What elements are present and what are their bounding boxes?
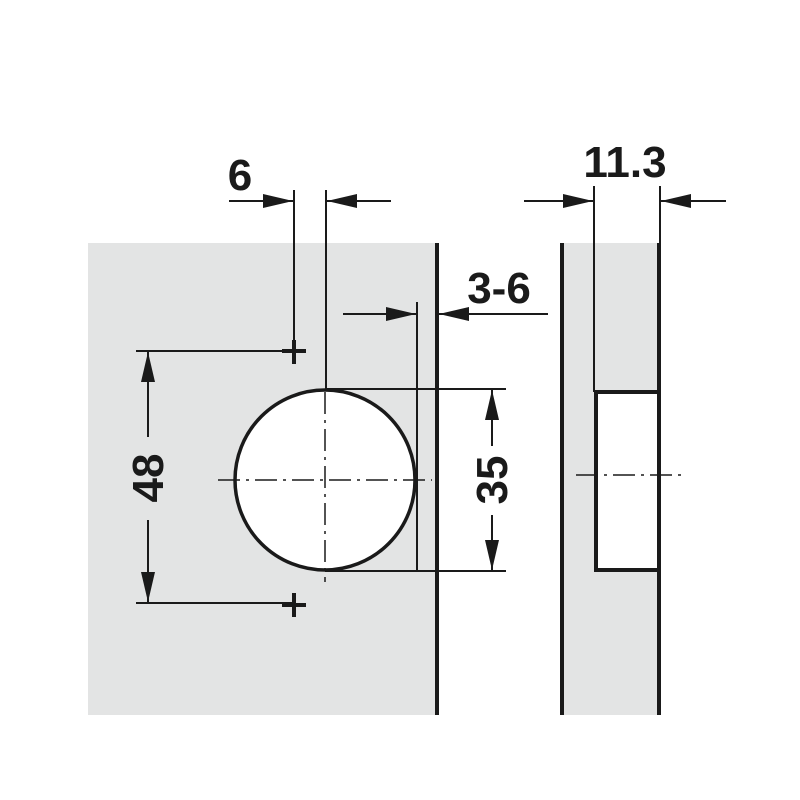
dimension-label-6: 6 [228,151,252,200]
dimension-label-3-6: 3-6 [467,264,531,313]
dimension-48: 48 [124,350,294,604]
cup-pocket [596,392,659,570]
dimension-label-11-3: 11.3 [583,138,666,187]
cup-pocket-outline [594,390,659,572]
dimension-label-35: 35 [468,456,517,505]
dimension-11-3: 11.3 [524,138,726,392]
front-view [88,243,439,715]
dimension-6: 6 [228,151,391,390]
dimension-3-6: 3-6 [343,264,548,570]
side-view [560,243,686,715]
dimension-label-48: 48 [124,454,173,503]
dimension-35: 35 [325,388,517,572]
